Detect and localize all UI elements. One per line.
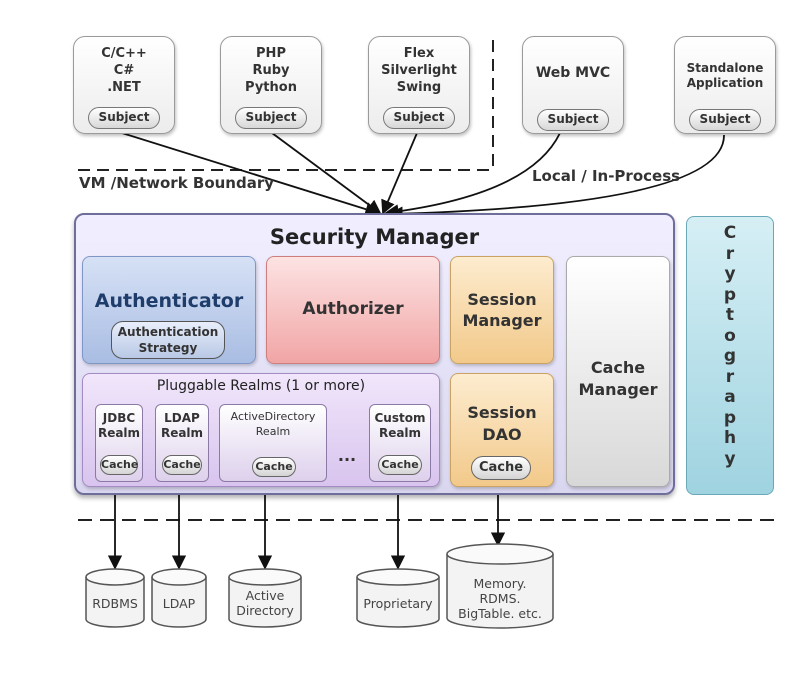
pluggable-realms: Pluggable Realms (1 or more) JDBC Realm … — [82, 373, 440, 487]
local-in-process-label: Local / In-Process — [532, 167, 681, 185]
datastore-activedirectory-cylinder — [228, 568, 302, 628]
jdbc-realm: JDBC Realm Cache — [95, 404, 143, 482]
client-arrow-2 — [271, 132, 382, 215]
cache-manager: Cache Manager — [566, 256, 670, 487]
session-manager: Session Manager — [450, 256, 554, 364]
client-label: C/C++ C# .NET — [101, 46, 147, 95]
datastore-rdbms-label: RDBMS — [92, 596, 138, 611]
pluggable-realms-title: Pluggable Realms (1 or more) — [156, 378, 366, 394]
subject-pill: Subject — [88, 107, 160, 129]
datastore-ldap-cylinder — [151, 568, 207, 628]
client-arrow-5 — [388, 134, 725, 221]
authenticator-label: Authenticator — [94, 290, 244, 312]
client-dotnet: C/C++ C# .NET Subject — [73, 36, 175, 134]
client-web-mvc: Web MVC Subject — [522, 36, 624, 134]
realm-cache-pill: Cache — [252, 457, 296, 477]
cryptography-letter: g — [723, 346, 737, 366]
cache-manager-label: Cache Manager — [578, 358, 658, 399]
authentication-strategy: Authentication Strategy — [111, 321, 225, 359]
session-manager-label: Session Manager — [462, 290, 542, 330]
subject-pill: Subject — [383, 107, 455, 129]
authorizer: Authorizer — [266, 256, 440, 364]
session-dao-label: Session DAO — [467, 403, 537, 444]
client-label: Web MVC — [535, 65, 611, 81]
realm-cache-pill: Cache — [162, 455, 202, 475]
cryptography-letter: C — [723, 223, 737, 243]
realm-cache-pill: Cache — [378, 455, 422, 475]
realm-label: JDBC Realm — [97, 411, 141, 440]
cryptography-letter: y — [724, 448, 736, 469]
cryptography-letter: h — [723, 428, 737, 448]
cryptography-letter: p — [723, 407, 737, 428]
cryptography-letter: r — [725, 366, 735, 387]
datastore-proprietary-label: Proprietary — [363, 596, 433, 611]
datastore-activedirectory-label: Active Directory — [236, 588, 294, 618]
authentication-strategy-label: Authentication Strategy — [117, 325, 219, 355]
cryptography-letter: a — [724, 387, 736, 407]
custom-realm: Custom Realm Cache — [369, 404, 431, 482]
client-arrow-4 — [384, 132, 561, 219]
subject-pill: Subject — [537, 109, 609, 131]
datastore-memory-label: Memory. RDMS. BigTable. etc. — [458, 576, 542, 621]
client-arrow-1 — [121, 132, 380, 217]
cryptography-letter: t — [725, 305, 735, 325]
cryptography-letter: y — [724, 264, 736, 284]
activedirectory-realm: ActiveDirectory Realm Cache — [219, 404, 327, 482]
datastore-proprietary-cylinder — [356, 568, 440, 628]
cryptography-letter: r — [725, 243, 735, 264]
realm-label: Custom Realm — [374, 411, 426, 440]
ldap-realm: LDAP Realm Cache — [155, 404, 209, 482]
authenticator: Authenticator Authentication Strategy — [82, 256, 256, 364]
realm-label: LDAP Realm — [160, 411, 204, 440]
cryptography-letter: p — [723, 284, 737, 305]
client-arrow-3 — [381, 132, 418, 215]
client-label: Flex Silverlight Swing — [381, 46, 457, 95]
client-label: Standalone Application — [686, 61, 764, 90]
datastore-ldap-label: LDAP — [162, 596, 196, 611]
client-php: PHP Ruby Python Subject — [220, 36, 322, 134]
client-flex: Flex Silverlight Swing Subject — [368, 36, 470, 134]
realm-label: ActiveDirectory Realm — [230, 410, 316, 438]
session-dao-cache-pill: Cache — [471, 456, 531, 480]
authorizer-label: Authorizer — [302, 299, 404, 319]
realm-ellipsis: ... — [337, 446, 357, 465]
security-manager-title: Security Manager — [269, 225, 480, 249]
realm-cache-pill: Cache — [100, 455, 138, 475]
datastore-rdbms-cylinder — [85, 568, 145, 628]
client-standalone: Standalone Application Subject — [674, 36, 776, 134]
subject-pill: Subject — [235, 107, 307, 129]
vm-network-boundary-label: VM /Network Boundary — [79, 174, 275, 192]
subject-pill: Subject — [689, 109, 761, 131]
session-dao: Session DAO Cache — [450, 373, 554, 487]
cryptography-letter: o — [724, 325, 736, 346]
datastore-memory-cylinder — [446, 543, 554, 629]
client-label: PHP Ruby Python — [245, 46, 297, 95]
security-manager: Security Manager Authenticator Authentic… — [74, 213, 675, 495]
